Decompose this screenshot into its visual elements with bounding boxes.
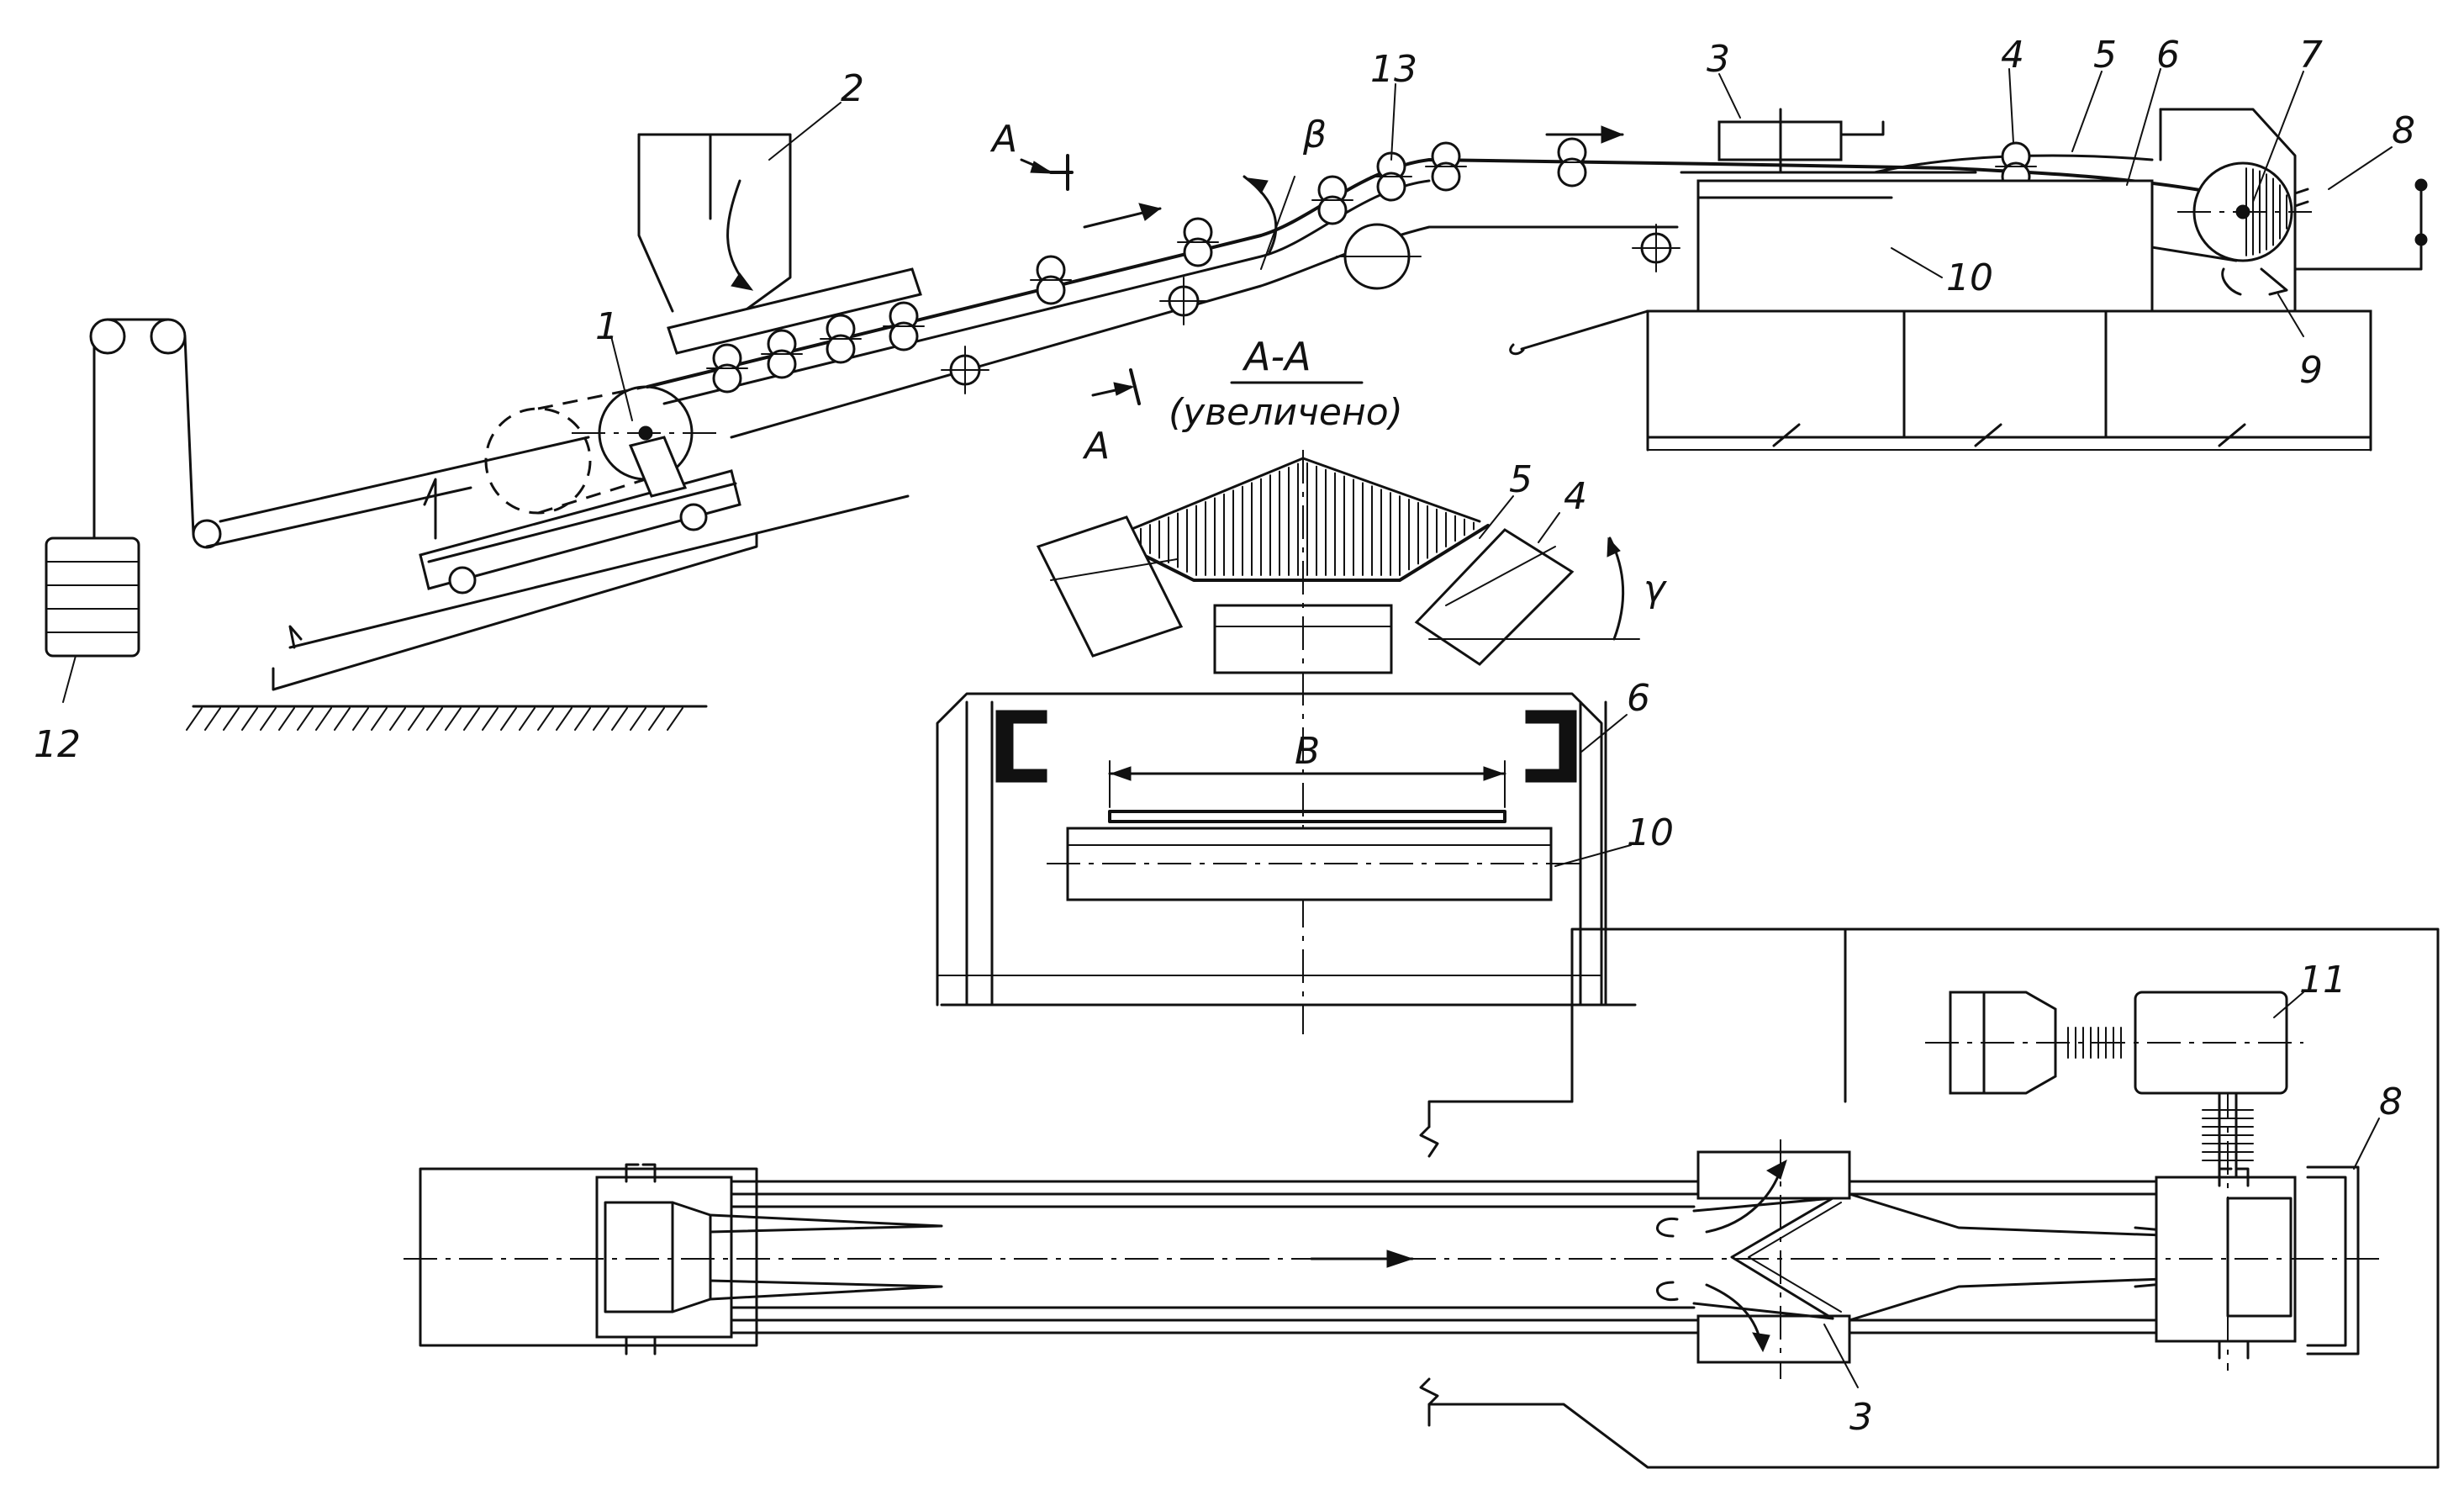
section-title: A-A [1242,334,1311,379]
head-pulley-7 [2159,108,2428,313]
bearing [2218,1340,2250,1360]
idler-roller [826,334,856,364]
callout-5-side: 5 [2093,34,2117,77]
idler-roller [1557,157,1587,188]
idler-roller [1431,161,1461,192]
callout-6-side: 6 [2156,34,2180,77]
section-marker-label-top: A [989,118,1017,161]
idler-roller [712,363,742,394]
gamma-label: γ [1644,568,1667,610]
ground [186,705,708,731]
beta-angle-mark [1243,175,1295,270]
callout-13: 13 [1370,48,1417,91]
callout-1: 1 [595,305,619,348]
callout-4-section: 4 [1564,475,1587,518]
callout-5-section: 5 [1509,458,1533,501]
callout-3-plan: 3 [1849,1396,1873,1439]
section-marker-label-bottom: A [1082,425,1110,468]
section-marker-bottom [1091,368,1141,405]
leader-lines [62,68,2393,703]
idler-roller [889,321,919,351]
plan-view [404,927,2440,1469]
counterweight-12 [45,318,590,658]
callout-10-side: 10 [1946,256,1993,299]
width-label: B [1295,730,1320,773]
callout-8-side: 8 [2392,109,2415,152]
idler-roller [767,349,797,379]
section-marker-top [1020,154,1074,191]
drive-11 [1925,991,2303,1179]
flow-arrows [1083,125,1624,229]
material-heap [1108,457,1481,576]
labels: 1 2 13 3 4 5 6 7 8 9 10 12 A A β A-A (ув… [34,34,2415,1439]
idler-roller [1183,237,1213,267]
callout-7: 7 [2299,34,2323,77]
section-aa [936,381,1640,1034]
idler-roller [1376,172,1406,202]
carrying-idlers [706,137,2037,394]
callout-11: 11 [2299,959,2346,1001]
tail-frame [272,469,910,691]
callout-2: 2 [841,67,864,110]
callout-8-plan: 8 [2379,1081,2403,1123]
tail-pulley-1 [484,385,723,515]
callout-4-side: 4 [2001,34,2024,77]
beta-label: β [1302,114,1327,156]
side-view [45,68,2428,731]
callout-10-section: 10 [1627,811,1674,854]
frame-6 [936,692,1637,1007]
section-subtitle: (увеличено) [1169,391,1403,434]
callout-9: 9 [2299,349,2323,392]
hopper-2 [637,133,922,355]
head-frame [1509,108,2372,452]
callout-12: 12 [34,723,81,766]
plow-3-plan [1656,1139,1851,1379]
bearing [625,1163,657,1183]
callout-6-section: 6 [1627,677,1650,720]
idler-roller [1036,275,1066,305]
bearing [625,1335,657,1356]
bearing [2218,1167,2250,1187]
callout-3-side: 3 [1707,38,1730,81]
idler-roller [1317,195,1348,225]
